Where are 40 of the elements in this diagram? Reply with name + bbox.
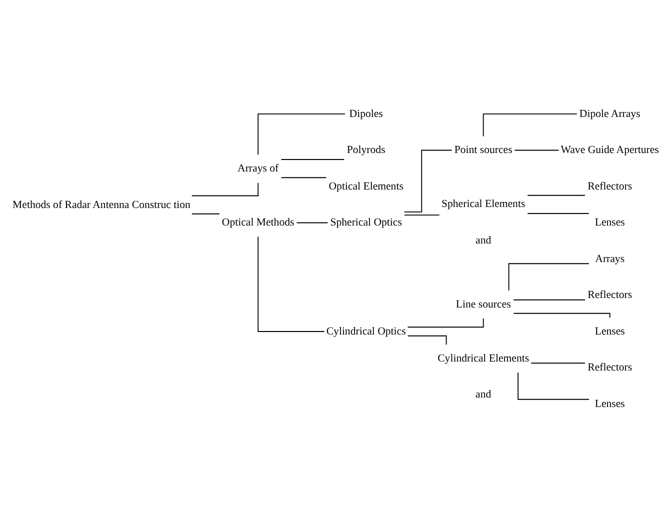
node-text: Spherical Optics: [330, 216, 402, 229]
connector: [530, 362, 586, 364]
connector: [280, 177, 327, 178]
node-text: Optical Elements: [328, 180, 404, 192]
connector: [191, 213, 220, 214]
connector: [404, 150, 452, 212]
node-text: Cylindrical Elements: [438, 352, 530, 364]
connector: [258, 236, 325, 332]
connector: [296, 222, 328, 224]
connector: [482, 114, 578, 137]
connector: [527, 194, 586, 196]
node-text: Spherical Elements: [442, 198, 526, 210]
node-text: Methods of Radar Antenna Construc tion: [12, 198, 190, 211]
connector: [280, 159, 345, 160]
connector: [518, 372, 590, 400]
connector: [513, 299, 586, 300]
connector: [508, 263, 590, 291]
node-text: Optical Methods: [222, 216, 294, 229]
node-text: Polyrods: [346, 144, 386, 156]
node-text: Dipoles: [349, 108, 383, 120]
label: and: [476, 388, 492, 401]
node-text: Lenses: [594, 398, 625, 410]
connector: [527, 213, 590, 214]
connector: [258, 114, 346, 156]
label: and: [476, 234, 492, 246]
node-text: Lenses: [594, 216, 625, 229]
node-text: Line sources: [456, 298, 511, 310]
node-text: Reflectors: [588, 362, 632, 374]
node-text: Dipole Arrays: [579, 108, 640, 120]
node-text: Lenses: [594, 325, 625, 338]
connector: [404, 214, 440, 216]
node-text: Arrays: [595, 252, 625, 265]
node-text: Reflectors: [588, 289, 632, 302]
node-text: Point sources: [454, 144, 512, 156]
node-text: Arrays of: [238, 162, 279, 175]
node-text: Cylindrical Optics: [326, 325, 406, 338]
node-text: Reflectors: [588, 180, 632, 192]
connector: [514, 150, 560, 151]
connector: [407, 335, 447, 346]
node-text: Wave Guide Apertures: [560, 144, 659, 156]
